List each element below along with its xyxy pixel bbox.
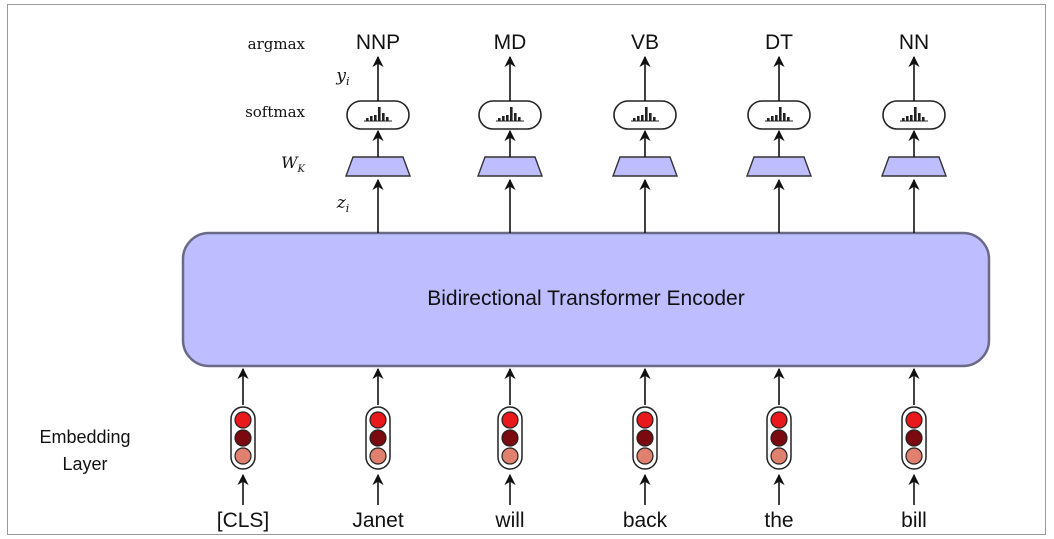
embedding-vector-icon <box>365 406 391 470</box>
softmax-histogram-icon <box>613 100 677 130</box>
z-label: zi <box>336 193 350 215</box>
input-token: [CLS] <box>217 509 270 532</box>
linear-layer-trapezoid-icon <box>745 156 813 177</box>
output-tag: VB <box>631 31 659 54</box>
input-token: Janet <box>352 509 404 532</box>
input-token: will <box>494 509 524 532</box>
embedding-vector-icon <box>230 406 256 470</box>
argmax-label: argmax <box>248 35 306 53</box>
softmax-histogram-icon <box>747 100 811 130</box>
softmax-label: softmax <box>245 103 305 121</box>
softmax-histogram-icon <box>478 100 542 130</box>
wk-label: WK <box>281 153 305 175</box>
input-token: the <box>764 509 793 532</box>
linear-layer-trapezoid-icon <box>880 156 948 177</box>
y-label: yi <box>335 66 349 88</box>
softmax-histogram-icon <box>882 100 946 130</box>
linear-layer-trapezoid-icon <box>476 156 544 177</box>
output-tag: NNP <box>356 31 400 54</box>
output-tag: NN <box>899 31 929 54</box>
embedding-vector-icon <box>901 406 927 470</box>
output-tag: MD <box>494 31 527 54</box>
output-tag: DT <box>765 31 793 54</box>
encoder-label: Bidirectional Transformer Encoder <box>427 287 744 310</box>
softmax-histogram-icon <box>346 100 410 130</box>
embedding-vector-icon <box>497 406 523 470</box>
input-token: back <box>623 509 668 532</box>
embedding-layer-label-line2: Layer <box>62 454 107 474</box>
embedding-vector-icon <box>766 406 792 470</box>
input-token: bill <box>901 509 927 532</box>
linear-layer-trapezoid-icon <box>611 156 679 177</box>
embedding-layer-label-line1: Embedding <box>39 427 130 447</box>
linear-layer-trapezoid-icon <box>344 156 412 177</box>
embedding-vector-icon <box>632 406 658 470</box>
transformer-encoder-block <box>181 231 991 368</box>
